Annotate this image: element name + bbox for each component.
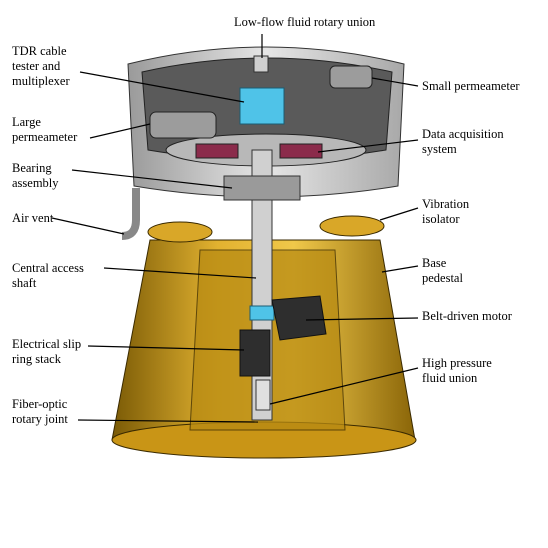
leader-small-permeameter xyxy=(371,77,419,87)
vibration-isolator-right xyxy=(319,215,385,237)
large-permeameter-shape xyxy=(149,111,217,139)
label-electrical-slip-ring: Electrical slip ring stack xyxy=(12,337,82,366)
leader-fiber-optic xyxy=(77,419,259,423)
shaft-cyan-band xyxy=(249,305,275,321)
leader-large-permeameter xyxy=(89,123,151,139)
leader-lines xyxy=(51,34,419,423)
label-small-permeameter: Small permeameter xyxy=(422,79,520,93)
label-bearing-assembly: Bearing assembly xyxy=(12,161,59,190)
label-high-pressure-union: High pressure fluid union xyxy=(422,356,492,385)
slip-ring-shape xyxy=(239,329,271,377)
label-large-permeameter: Large permeameter xyxy=(12,115,78,144)
label-air-vent: Air vent xyxy=(12,211,54,225)
equipment-illustration xyxy=(111,46,417,459)
air-vent-pipe xyxy=(121,188,140,240)
leader-vibration-isolator xyxy=(379,207,419,221)
hp-union-shape xyxy=(255,379,271,411)
leader-belt-motor xyxy=(305,317,419,321)
small-permeameter-shape xyxy=(329,65,373,89)
vibration-isolator-left xyxy=(147,221,213,243)
leader-air-vent xyxy=(51,217,125,235)
leader-tdr-tester xyxy=(79,71,245,103)
bearing-shape xyxy=(223,175,301,201)
label-central-access-shaft: Central access shaft xyxy=(12,261,84,290)
leader-slip-ring xyxy=(87,345,245,351)
tdr-tester-shape xyxy=(239,87,285,125)
leader-base-pedestal xyxy=(381,265,419,273)
data-acq-right-shape xyxy=(279,143,323,159)
label-vibration-isolator: Vibration isolator xyxy=(422,197,470,226)
label-data-acquisition: Data acquisition system xyxy=(422,127,504,156)
top-union-shape xyxy=(253,55,269,73)
label-fiber-optic-joint: Fiber-optic rotary joint xyxy=(12,397,68,426)
label-base-pedestal: Base pedestal xyxy=(422,256,463,285)
leader-hp-union xyxy=(269,367,419,405)
belt-motor-shape xyxy=(271,295,327,341)
label-tdr-cable-tester: TDR cable tester and multiplexer xyxy=(12,44,70,88)
leader-central-shaft xyxy=(103,267,257,279)
label-low-flow-union: Low-flow fluid rotary union xyxy=(234,15,376,29)
leader-data-acquisition xyxy=(317,139,419,153)
leader-bearing xyxy=(71,169,233,189)
label-belt-driven-motor: Belt-driven motor xyxy=(422,309,512,323)
data-acq-left-shape xyxy=(195,143,239,159)
